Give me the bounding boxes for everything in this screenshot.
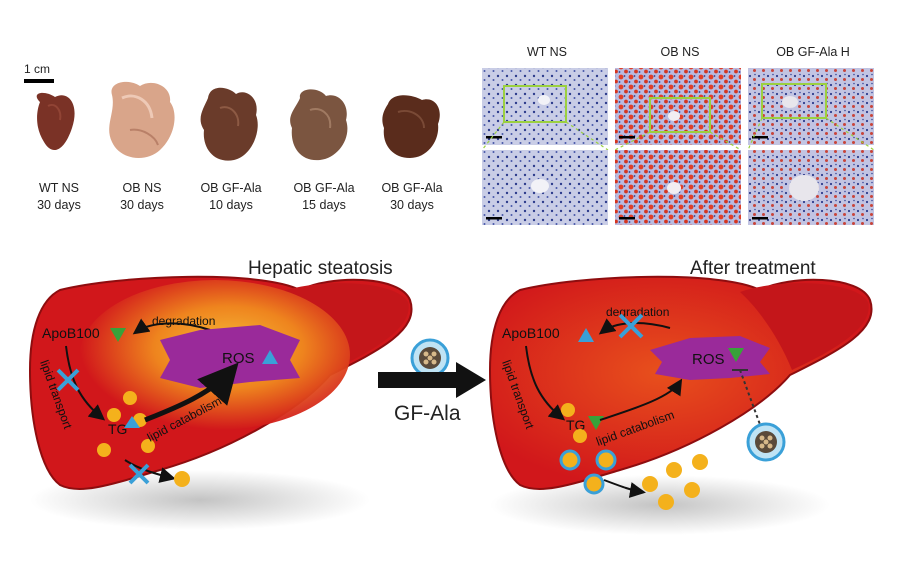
liver-photo-ob-gf-ala-30 bbox=[382, 95, 440, 158]
histology-ob-ns-high bbox=[615, 150, 741, 225]
liver-photo-ob-gf-ala-10 bbox=[200, 87, 258, 161]
left-apob-label: ApoB100 bbox=[42, 325, 100, 341]
histology-panels bbox=[481, 68, 875, 225]
right-exported-droplets bbox=[642, 454, 708, 510]
right-nanoparticle-icon bbox=[746, 422, 786, 462]
right-panel-title: After treatment bbox=[690, 258, 816, 279]
histology-wt-ns-high bbox=[482, 150, 608, 225]
right-liver-diagram: ApoB100 degradation ROS lipid transport … bbox=[488, 275, 873, 535]
left-ros-up-arrow bbox=[262, 350, 278, 364]
left-liver-diagram: ApoB100 degradation ROS lipid transport … bbox=[28, 275, 450, 530]
right-tg-label: TG bbox=[566, 417, 585, 433]
right-lipid-transport-arrow bbox=[525, 345, 566, 421]
left-export-arrow bbox=[124, 459, 176, 483]
scale-bar-label: 1 cm bbox=[24, 62, 51, 76]
histology-title-ob-ns: OB NS bbox=[660, 45, 700, 59]
organ-label-4: OB GF-Ala 15 days bbox=[279, 180, 369, 214]
left-apob-down-arrow bbox=[110, 328, 126, 342]
liver-photo-wt-ns bbox=[36, 92, 75, 151]
histology-ob-gf-ala-high bbox=[748, 150, 874, 225]
left-liver-shadow bbox=[30, 470, 370, 530]
left-panel-title: Hepatic steatosis bbox=[248, 258, 393, 279]
organ-label-5-duration: 30 days bbox=[390, 198, 434, 212]
organ-label-1-group: WT NS bbox=[38, 181, 80, 195]
histology-ob-ns-low bbox=[615, 68, 741, 145]
left-exported-droplet bbox=[174, 471, 190, 487]
histology-ob-gf-ala-low bbox=[748, 68, 874, 145]
histology-zoom-connectors bbox=[481, 117, 875, 151]
organ-label-2-group: OB NS bbox=[122, 181, 162, 195]
organ-label-3-group: OB GF-Ala bbox=[200, 181, 262, 195]
scale-bar bbox=[24, 79, 54, 83]
right-apob-up-arrow bbox=[578, 328, 594, 342]
organ-label-1: WT NS 30 days bbox=[14, 180, 104, 214]
organ-label-3: OB GF-Ala 10 days bbox=[186, 180, 276, 214]
histology-title-ob-gf-ala-h: OB GF-Ala H bbox=[776, 45, 850, 59]
organ-label-4-duration: 15 days bbox=[302, 198, 346, 212]
left-lipid-catabolism-arrow bbox=[144, 362, 239, 423]
left-tg-label: TG bbox=[108, 421, 127, 437]
left-transport-block-icon bbox=[56, 368, 80, 392]
left-degradation-arrow bbox=[132, 318, 211, 335]
right-inhibition-line bbox=[739, 369, 763, 431]
left-lipid-droplets bbox=[97, 391, 155, 457]
treatment-arrow-label: GF-Ala bbox=[394, 402, 461, 425]
left-degradation-label: degradation bbox=[152, 314, 215, 328]
left-export-block-icon bbox=[128, 463, 150, 485]
left-tg-up-arrow bbox=[124, 416, 140, 428]
liver-photo-ob-ns bbox=[109, 81, 175, 158]
liver-photo-ob-gf-ala-15 bbox=[290, 89, 348, 161]
treatment-arrow bbox=[378, 362, 486, 398]
right-liver-lobe bbox=[740, 283, 869, 370]
right-apob-label: ApoB100 bbox=[502, 325, 560, 341]
histology-title-wt-ns: WT NS bbox=[526, 45, 568, 59]
left-ros-label: ROS bbox=[222, 350, 255, 367]
right-lipid-droplets bbox=[559, 403, 617, 495]
right-lipid-catabolism-arrow bbox=[599, 378, 683, 421]
left-ros-blob bbox=[160, 325, 300, 388]
right-ros-label: ROS bbox=[692, 351, 725, 368]
organ-photos bbox=[36, 81, 440, 161]
histology-wt-ns-low bbox=[482, 68, 608, 145]
organ-label-1-duration: 30 days bbox=[37, 198, 81, 212]
organ-label-5: OB GF-Ala 30 days bbox=[367, 180, 457, 214]
organ-label-5-group: OB GF-Ala bbox=[381, 181, 443, 195]
organ-label-3-duration: 10 days bbox=[209, 198, 253, 212]
organ-label-2: OB NS 30 days bbox=[97, 180, 187, 214]
right-export-arrow bbox=[603, 479, 646, 498]
right-degradation-block-icon bbox=[618, 313, 644, 339]
nanoparticle-icon bbox=[410, 338, 450, 378]
organ-label-2-duration: 30 days bbox=[120, 198, 164, 212]
right-ros-down-arrow bbox=[728, 348, 744, 362]
organ-label-4-group: OB GF-Ala bbox=[293, 181, 355, 195]
